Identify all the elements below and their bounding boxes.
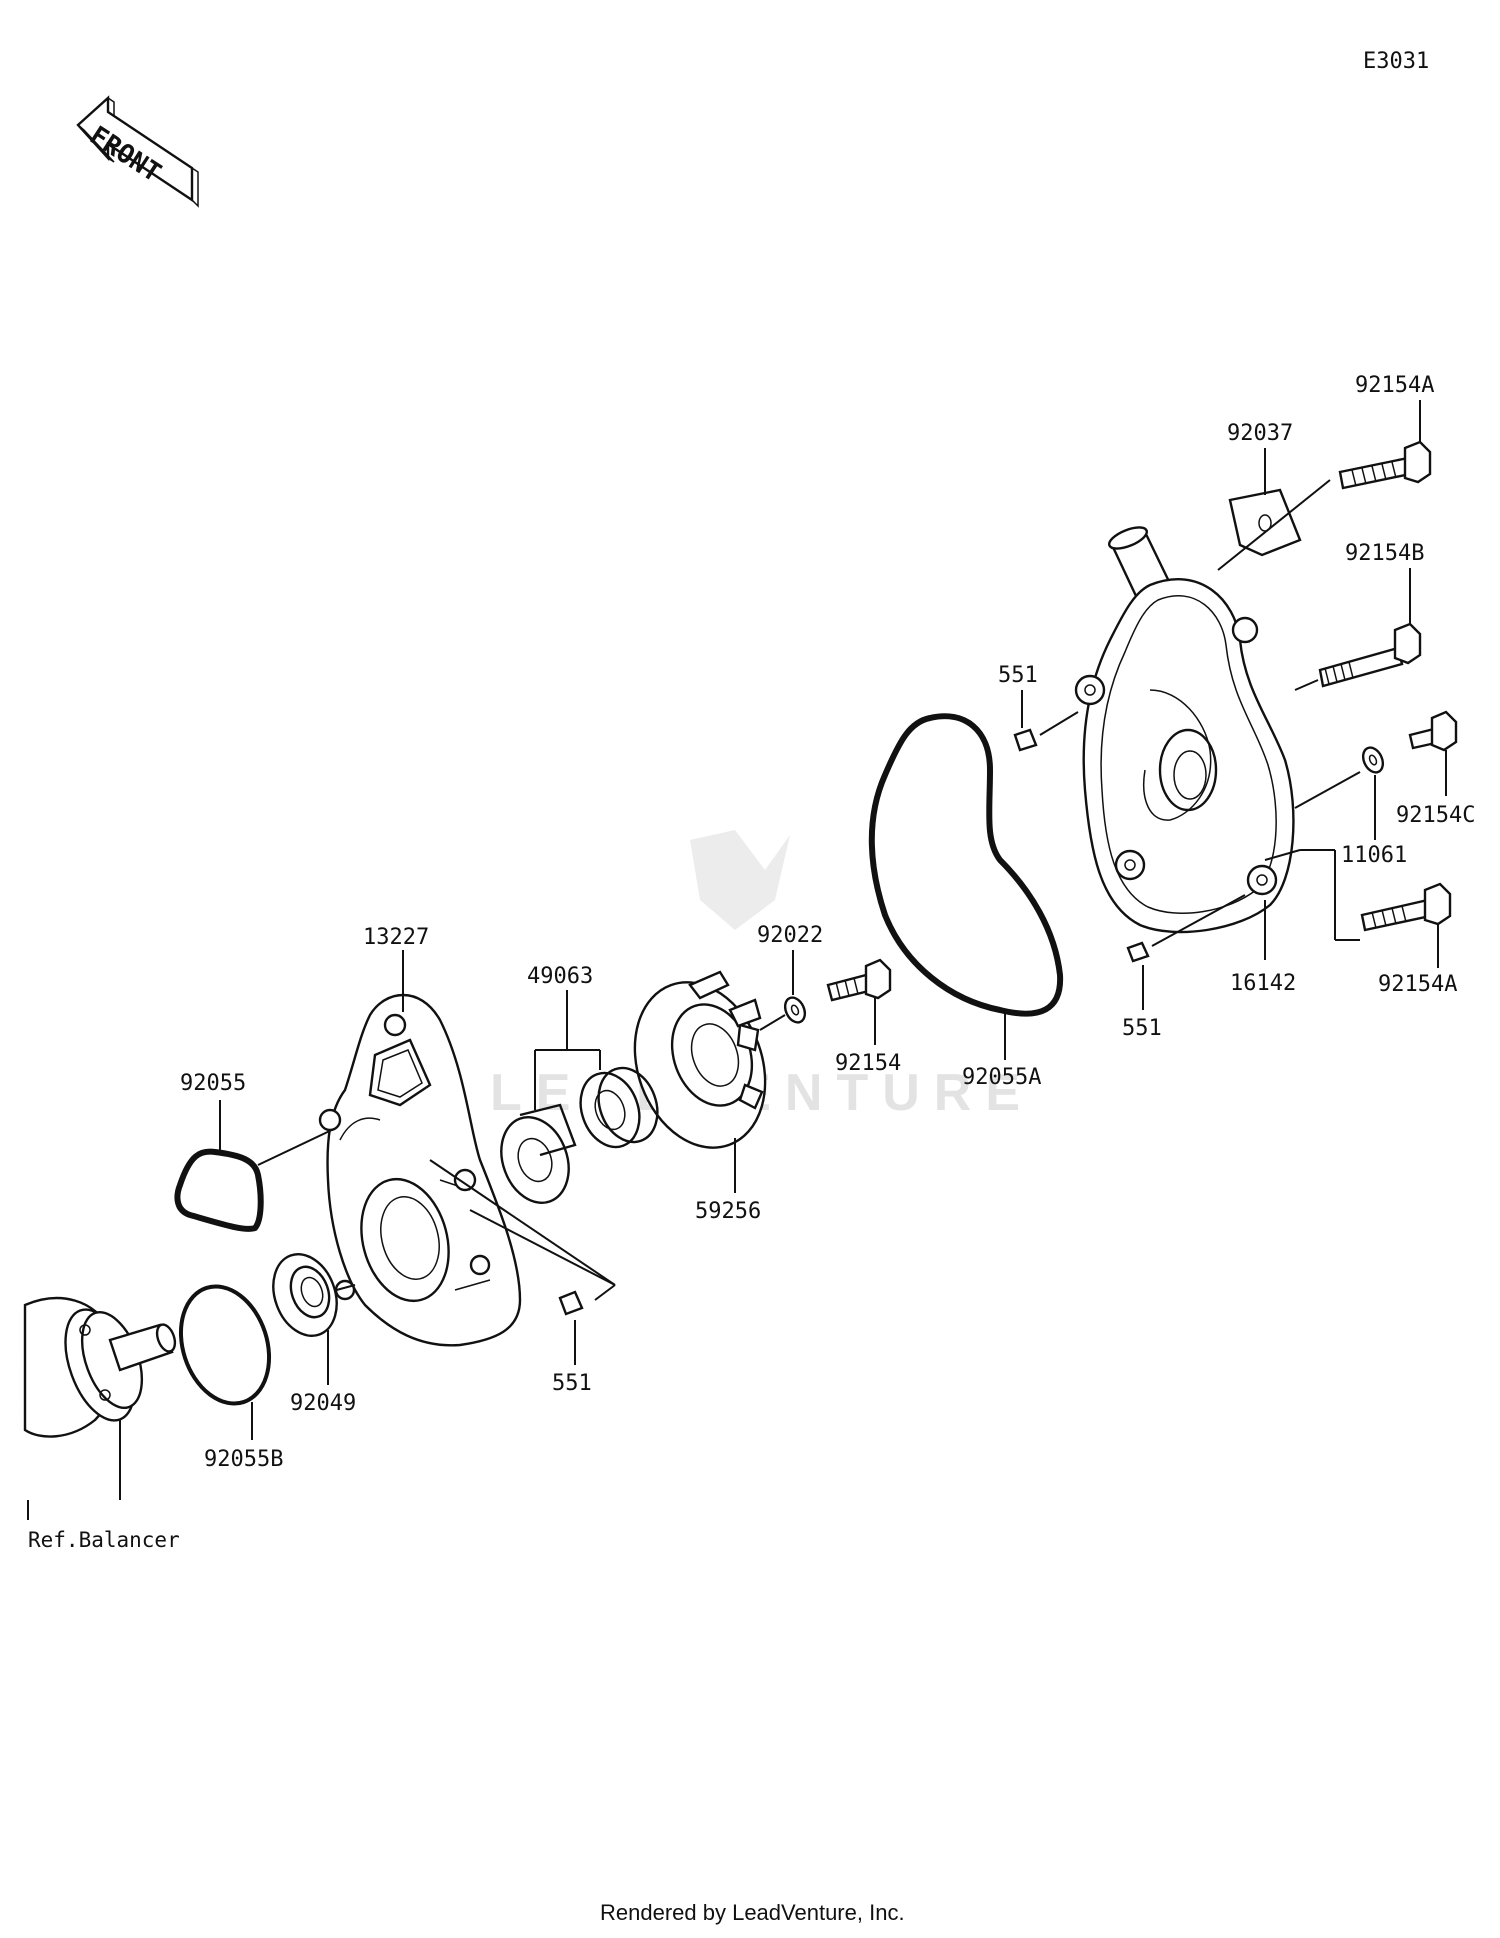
label-92154: 92154 <box>835 1051 901 1076</box>
footer-credit: Rendered by LeadVenture, Inc. <box>600 1900 905 1925</box>
label-92154A-bottom: 92154A <box>1378 972 1457 997</box>
label-59256: 59256 <box>695 1199 761 1224</box>
bolt-92154A-bottom <box>1264 849 1452 968</box>
label-92154C: 92154C <box>1396 803 1475 828</box>
pump-body-13227 <box>257 950 522 1347</box>
label-92055: 92055 <box>180 1071 246 1096</box>
dowel-pin-551-right <box>1126 894 1246 1010</box>
label-16142: 16142 <box>1230 971 1296 996</box>
bracket-92037 <box>1228 448 1302 557</box>
label-551-bottom: 551 <box>552 1371 592 1396</box>
washer-92022 <box>759 950 807 1031</box>
bolt-92154A-top <box>1217 400 1432 571</box>
label-92154A-top: 92154A <box>1355 373 1434 398</box>
front-marker-text: FRONT <box>84 121 166 189</box>
label-ref-balancer: Ref.Balancer <box>28 1528 180 1552</box>
gasket-92055 <box>174 1148 264 1232</box>
mechanical-seal-49063 <box>500 990 659 1204</box>
impeller-59256 <box>633 970 767 1193</box>
watermark-logo <box>690 830 790 930</box>
dowel-pin-551-top <box>1013 690 1079 752</box>
label-92049: 92049 <box>290 1391 356 1416</box>
washer-11061 <box>1294 746 1385 840</box>
bolt-92154B <box>1294 568 1422 691</box>
label-551-top: 551 <box>998 663 1038 688</box>
dowel-pin-551-bottom <box>429 1159 616 1365</box>
label-92154B: 92154B <box>1345 541 1424 566</box>
bolt-92154 <box>826 958 892 1045</box>
label-92055B: 92055B <box>204 1447 283 1472</box>
diagram-code: E3031 <box>1363 49 1429 74</box>
bolt-92154C <box>1408 710 1458 796</box>
label-551-right: 551 <box>1122 1016 1162 1041</box>
gasket-92055A <box>868 713 1064 1017</box>
label-92037: 92037 <box>1227 421 1293 446</box>
label-49063: 49063 <box>527 964 593 989</box>
oil-seal-92049 <box>272 1253 338 1385</box>
balancer-shaft <box>23 1297 177 1520</box>
label-92055A: 92055A <box>962 1065 1041 1090</box>
pump-cover-16142 <box>1074 526 1295 934</box>
label-11061: 11061 <box>1341 843 1407 868</box>
label-92022: 92022 <box>757 923 823 948</box>
front-arrow-icon: FRONT <box>76 95 199 208</box>
label-13227: 13227 <box>363 925 429 950</box>
o-ring-92055B <box>178 1284 272 1406</box>
